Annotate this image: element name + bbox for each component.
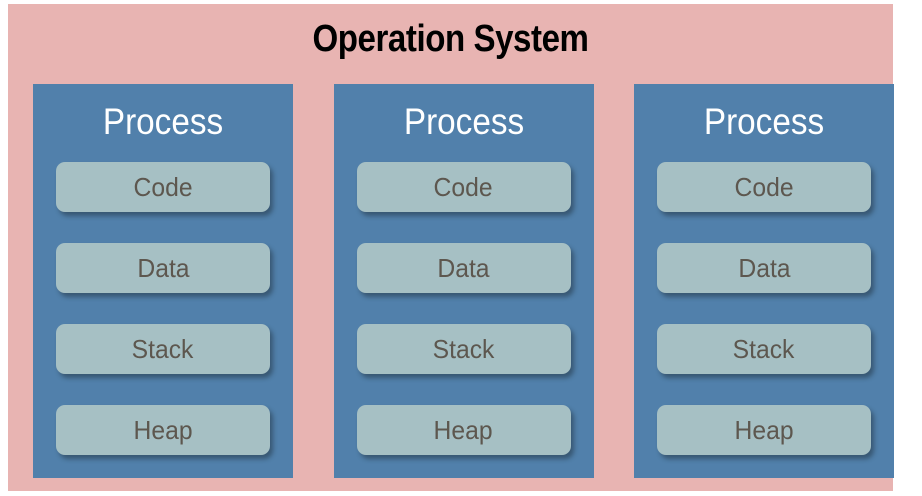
segment-label: Stack	[733, 334, 795, 364]
segment-label: Data	[737, 253, 791, 283]
process-box-1[interactable]: Process Code Data Stack Heap	[33, 84, 293, 478]
process-box-3[interactable]: Process Code Data Stack Heap	[634, 84, 894, 478]
process-row: Process Code Data Stack Heap	[33, 84, 894, 478]
segment-code-1[interactable]: Code	[56, 162, 270, 212]
segment-code-3[interactable]: Code	[657, 162, 871, 212]
segment-stack-2[interactable]: Stack	[356, 324, 571, 374]
segment-data-3[interactable]: Data	[657, 243, 871, 293]
process-box-2[interactable]: Process Code Data Stack Heap	[333, 84, 594, 478]
process-title-1: Process	[102, 101, 224, 142]
segment-label: Data	[437, 253, 490, 283]
segment-label: Data	[136, 253, 190, 283]
segment-data-2[interactable]: Data	[356, 243, 571, 293]
segment-stack-1[interactable]: Stack	[56, 324, 270, 374]
segment-heap-2[interactable]: Heap	[356, 405, 571, 455]
segment-label: Heap	[734, 415, 794, 445]
segment-data-1[interactable]: Data	[56, 243, 270, 293]
segment-label: Heap	[133, 415, 193, 445]
segment-label: Stack	[132, 334, 194, 364]
segment-stack-3[interactable]: Stack	[657, 324, 871, 374]
process-title-3: Process	[703, 101, 825, 142]
segment-list-2: Code Data Stack Heap	[356, 162, 571, 455]
diagram-title: Operation System	[312, 18, 589, 60]
operating-system-container: Operation System Process Code Data Stack	[8, 4, 894, 491]
segment-heap-3[interactable]: Heap	[657, 405, 871, 455]
segment-heap-1[interactable]: Heap	[56, 405, 270, 455]
segment-list-3: Code Data Stack Heap	[657, 162, 871, 455]
segment-label: Code	[133, 172, 193, 202]
segment-label: Stack	[432, 334, 495, 364]
segment-label: Code	[433, 172, 494, 202]
process-title-2: Process	[403, 101, 524, 142]
segment-list-1: Code Data Stack Heap	[56, 162, 270, 455]
segment-label: Heap	[433, 415, 494, 445]
segment-label: Code	[734, 172, 794, 202]
segment-code-2[interactable]: Code	[356, 162, 571, 212]
